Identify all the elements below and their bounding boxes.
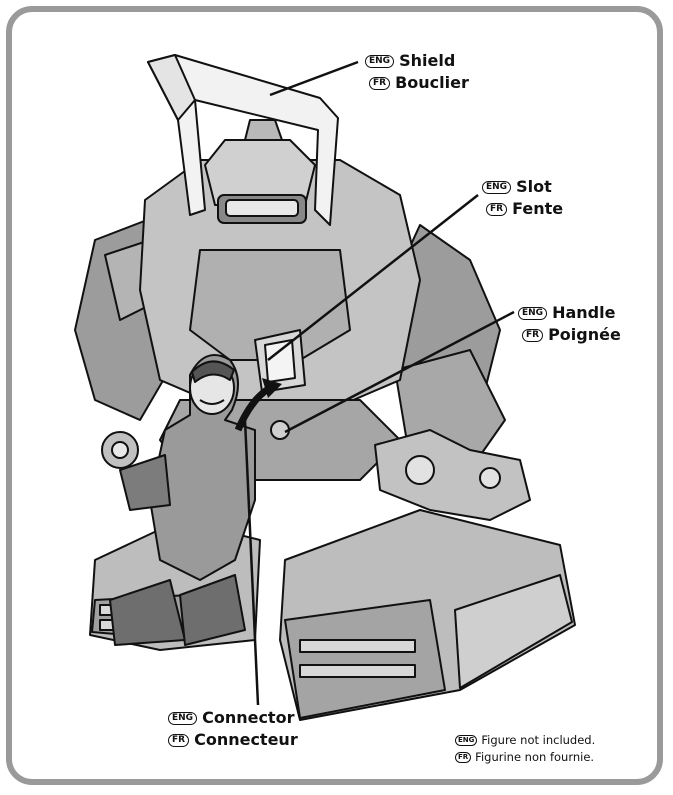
connector-label-fr: Connecteur [194,730,298,749]
slot-label-en: Slot [516,177,552,196]
connector-leader-line [243,419,260,706]
connector-label-en: Connector [202,708,295,727]
eng-tag: ENG [168,711,198,725]
handle-leader-line [284,310,515,434]
fr-tag: FR [455,752,472,763]
note-en: Figure not included. [481,733,596,747]
shield-leader-line [269,60,359,97]
pilot-figure [149,354,256,581]
handle-label-fr: Poignée [548,325,621,344]
fr-tag: FR [486,202,508,216]
shield-label-fr: Bouclier [395,73,469,92]
slot-callout: ENG Slot FR Fente [482,176,563,220]
eng-tag: ENG [482,180,512,194]
shield-part [147,54,339,226]
slot-label-fr: Fente [512,199,564,218]
note-fr: Figurine non fournie. [475,750,595,764]
handle-callout: ENG Handle FR Poignée [518,302,621,346]
fr-tag: FR [522,328,544,342]
shield-label-en: Shield [399,51,456,70]
connector-callout: ENG Connector FR Connecteur [168,707,298,751]
eng-tag: ENG [365,54,395,68]
fr-tag: FR [369,76,391,90]
shield-callout: ENG Shield FR Bouclier [365,50,469,94]
fr-tag: FR [168,733,190,747]
eng-tag: ENG [518,306,548,320]
slot-leader-line [267,194,479,361]
handle-label-en: Handle [552,303,616,322]
robot-head [204,139,316,206]
eng-tag: ENG [455,735,478,746]
